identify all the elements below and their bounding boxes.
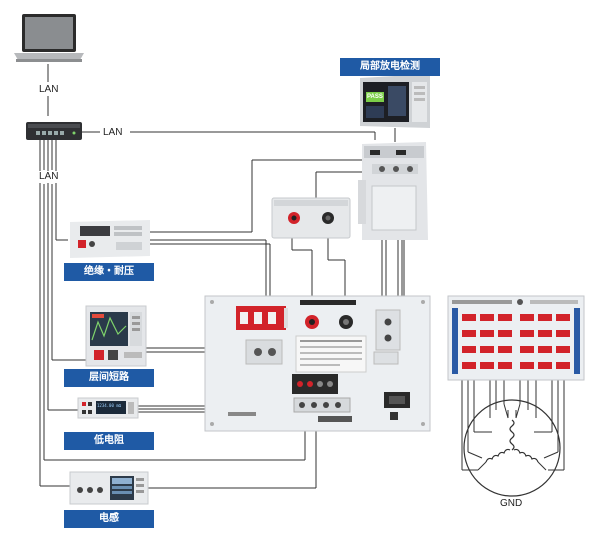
gnd-label: GND (499, 498, 524, 510)
caption-interlayer-short: 层间短路 (64, 369, 154, 387)
panel-terminals (462, 314, 570, 369)
discharge-box-icon (271, 197, 351, 239)
laptop-icon (14, 14, 84, 62)
caption-inductance: 电感 (64, 510, 154, 528)
pass-badge: PASS (367, 94, 383, 100)
insulation-tester-icon (70, 220, 150, 258)
lan-label-top: LAN (38, 84, 60, 96)
inductance-meter-icon (69, 471, 149, 505)
discharge-unit-icon (358, 142, 428, 240)
caption-low-resistance: 低电阻 (64, 432, 154, 450)
low-resistance-meter-icon (77, 397, 139, 419)
caption-partial-discharge: 局部放电检测 (340, 58, 440, 76)
lan-label-right: LAN (102, 127, 124, 139)
terminal-panel-icon (447, 295, 585, 381)
switch-box-icon (204, 295, 431, 432)
caption-insulation: 绝缘・耐压 (64, 263, 154, 281)
lan-label-mid: LAN (38, 171, 60, 183)
motor-icon (463, 399, 561, 497)
partial-discharge-monitor-icon (360, 74, 430, 128)
resistance-readout: 1234.00 mΩ (97, 403, 122, 408)
interlayer-short-tester-icon (85, 305, 147, 367)
network-switch-icon (26, 122, 82, 140)
